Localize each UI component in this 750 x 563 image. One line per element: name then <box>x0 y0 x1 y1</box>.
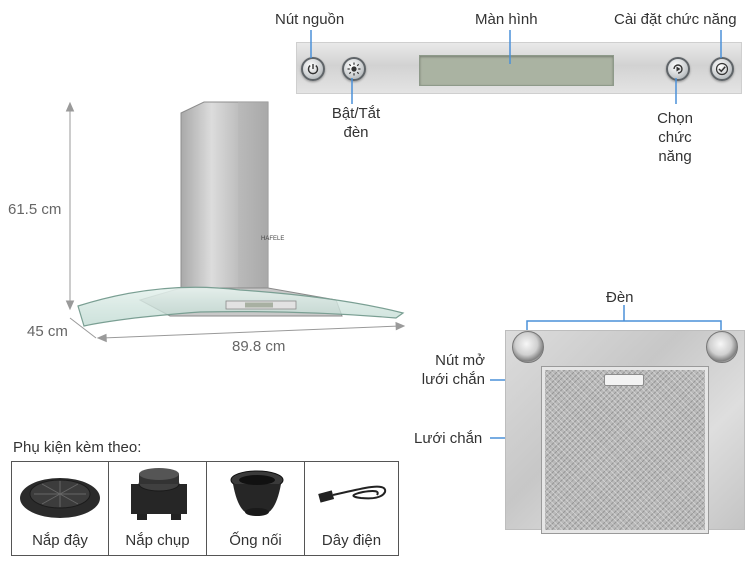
width-dimension: 89.8 cm <box>232 338 286 355</box>
select-function-label: Chọn chức năng <box>657 110 693 165</box>
brand-mark: HAFELE <box>261 236 285 242</box>
power-button-label: Nút nguồn <box>275 11 345 28</box>
accessory-label: Nắp chụp <box>125 532 190 549</box>
power-button[interactable] <box>301 57 325 81</box>
settings-button[interactable] <box>710 57 734 81</box>
hood-glass <box>77 286 405 327</box>
height-dimension: 61.5 cm <box>8 201 62 218</box>
accessory-label: Dây điện <box>321 532 382 549</box>
accessory-power-cord: Dây điện <box>305 462 398 555</box>
light-button-label: Bật/Tắt đèn <box>331 105 381 141</box>
settings-label: Cài đặt chức năng <box>614 11 737 28</box>
accessory-label: Nắp đậy <box>32 532 88 549</box>
hood-body <box>138 287 343 317</box>
cover-cap-icon <box>20 478 100 518</box>
hood-chimney <box>180 101 269 293</box>
depth-dimension-line <box>69 317 97 339</box>
accessory-hood-cap: Nắp chụp <box>109 462 207 555</box>
latch-label: Nút mở lưới chắn <box>421 352 485 388</box>
filter-label: Lưới chắn <box>414 430 483 447</box>
power-cord-icon <box>318 485 387 503</box>
hood-cap-icon <box>131 468 187 520</box>
cycle-arrow-icon <box>673 64 683 74</box>
lamp-label: Đèn <box>606 289 634 306</box>
pipe-connector-icon <box>230 470 284 516</box>
select-function-button[interactable] <box>666 57 690 81</box>
grease-filter[interactable] <box>542 367 708 533</box>
depth-dimension: 45 cm <box>27 323 68 340</box>
light-button[interactable] <box>342 57 366 81</box>
lamp-right <box>706 331 738 363</box>
accessories-title: Phụ kiện kèm theo: <box>13 439 142 456</box>
light-bulb-icon <box>347 62 361 76</box>
accessory-connector: Ống nối <box>207 462 305 555</box>
check-icon <box>715 62 729 76</box>
display-label: Màn hình <box>475 11 538 28</box>
accessories-table: Nắp đậy Nắp chụp Ống nối Dây điện <box>11 461 399 556</box>
display-screen <box>419 55 614 86</box>
lamp-left <box>512 331 544 363</box>
power-icon <box>307 64 319 75</box>
filter-latch[interactable] <box>604 374 644 386</box>
accessory-label: Ống nối <box>229 532 282 549</box>
accessory-cap: Nắp đậy <box>12 462 109 555</box>
